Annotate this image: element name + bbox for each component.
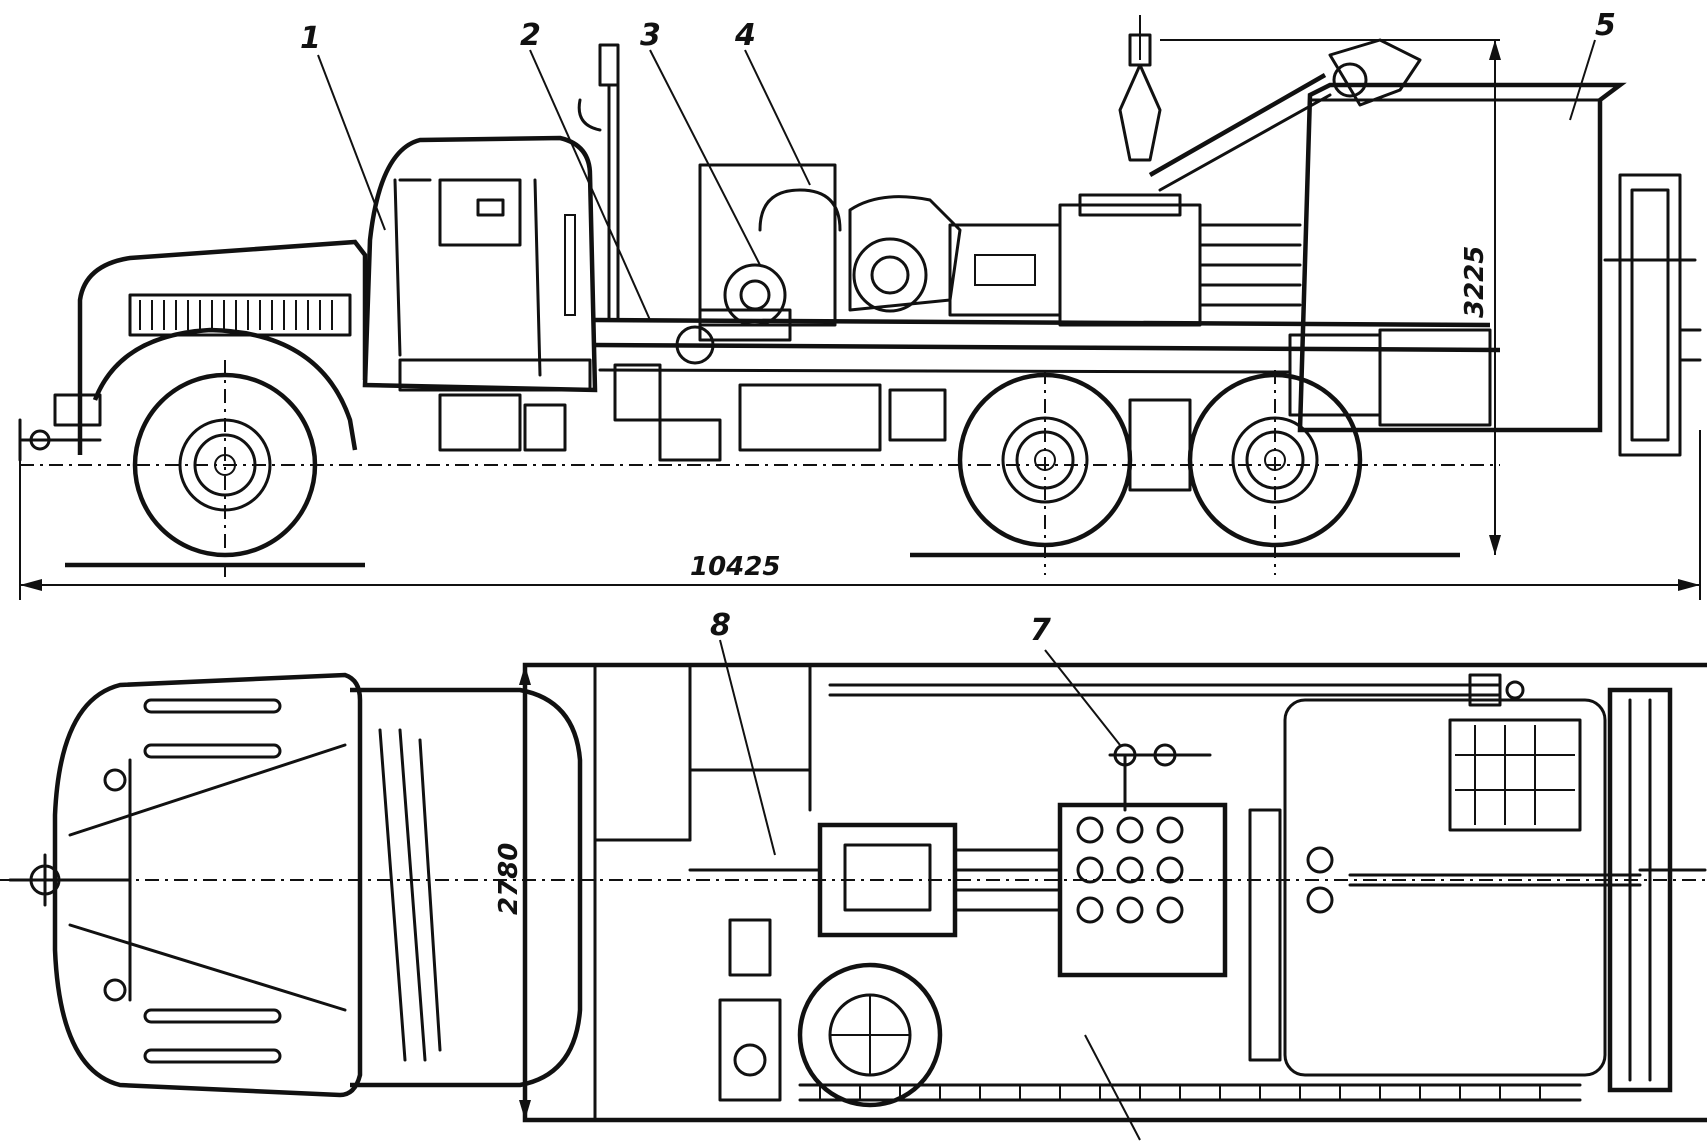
leader-2 — [529, 49, 651, 321]
front-tow-hitch — [18, 393, 102, 462]
callout-4: 4 — [734, 18, 756, 53]
rear-axle-housing — [1128, 398, 1192, 492]
hood — [77, 239, 368, 455]
callout-1: 1 — [300, 21, 321, 56]
top-hood-outline — [52, 672, 363, 1098]
leader-3 — [649, 49, 761, 266]
callout-7: 7 — [1030, 613, 1051, 648]
top-frame — [522, 662, 1707, 1123]
callout-2: 2 — [520, 18, 541, 53]
tank-body — [1297, 82, 1627, 433]
callout-5: 5 — [1595, 8, 1616, 43]
top-hood-details — [68, 698, 347, 1064]
exhaust-stack — [577, 43, 620, 322]
leader-6 — [1084, 1034, 1141, 1141]
length-dimension — [19, 430, 1701, 600]
pump-engine-unit — [675, 163, 962, 365]
central-pump-block — [948, 193, 1302, 327]
width-dimension — [519, 665, 531, 1120]
chassis-frame — [594, 317, 1501, 427]
height-dimension — [1160, 39, 1501, 555]
under-frame-boxes — [438, 363, 947, 462]
top-pipe-run — [828, 673, 1525, 707]
top-flywheel — [797, 962, 943, 1108]
top-tank — [1283, 698, 1642, 1077]
side-view: 1 2 3 4 5 10425 3225 — [18, 8, 1702, 600]
front-fender — [92, 327, 358, 451]
leader-1 — [317, 54, 386, 231]
leader-8 — [719, 639, 776, 856]
top-rear-spare-wheel — [1607, 687, 1707, 1093]
rear-spare-wheel — [1603, 173, 1702, 457]
overall-height-label: 3225 — [1460, 246, 1490, 318]
valve-7 — [1108, 743, 1212, 812]
cab — [362, 135, 598, 393]
overall-length-label: 10425 — [690, 552, 780, 582]
crane-mast — [1118, 15, 1422, 192]
radiator-grille — [128, 293, 352, 337]
leader-7 — [1044, 649, 1121, 746]
top-cab — [350, 687, 583, 1088]
callout-3: 3 — [640, 18, 661, 53]
overall-width-label: 2780 — [494, 843, 524, 915]
callout-8: 8 — [710, 608, 731, 643]
top-lower-chain — [798, 1083, 1582, 1102]
leader-5 — [1569, 39, 1596, 121]
top-view: 8 7 2780 — [0, 608, 1707, 1141]
leader-4 — [744, 49, 811, 186]
compressor-8 — [688, 868, 822, 1102]
top-engine-pump — [817, 802, 1282, 1062]
